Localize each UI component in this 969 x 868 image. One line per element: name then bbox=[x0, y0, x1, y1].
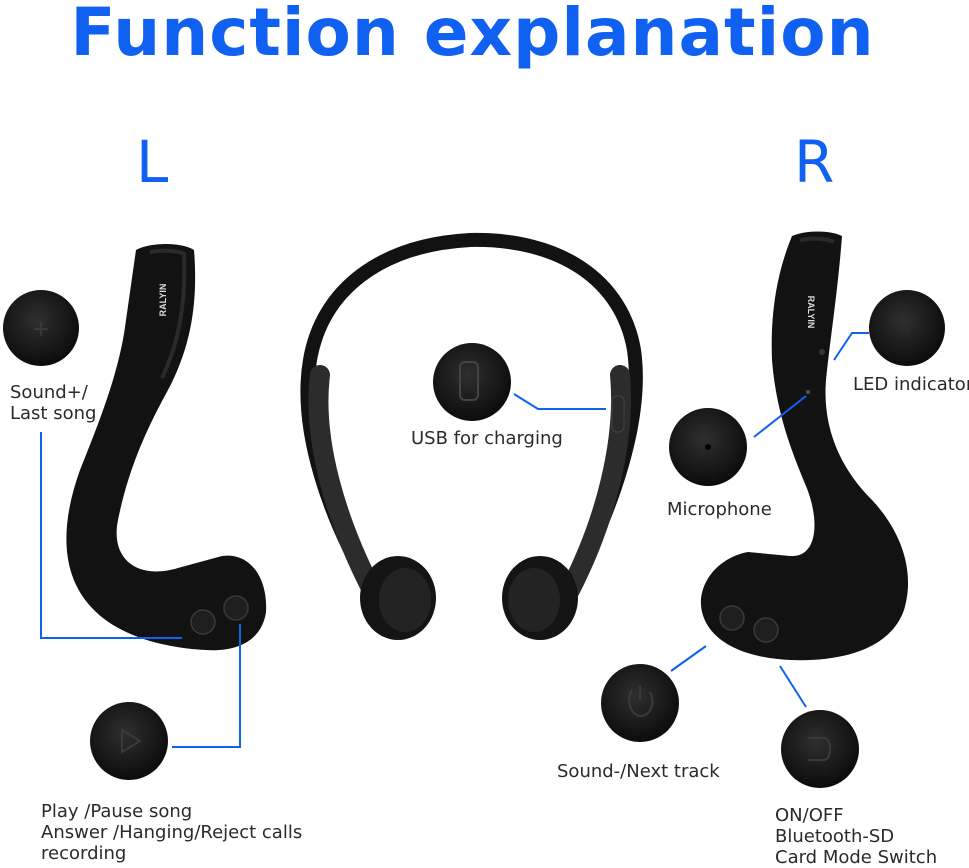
sound-minus-connector bbox=[670, 645, 707, 672]
left-volume-up-button[interactable] bbox=[223, 595, 249, 621]
on-off-label-line-2: Bluetooth-SD bbox=[775, 826, 895, 847]
volume-up-icon: + bbox=[3, 290, 79, 366]
right-side-label: R bbox=[794, 128, 835, 196]
play-pause-label: Play /Pause song Answer /Hanging/Reject … bbox=[41, 801, 302, 864]
led-icon bbox=[869, 290, 945, 366]
sound-plus-label-line-2: Last song bbox=[10, 403, 97, 424]
usb-label: USB for charging bbox=[411, 428, 563, 449]
right-volume-down-button[interactable] bbox=[719, 605, 745, 631]
sound-plus-label: Sound+/ Last song bbox=[10, 382, 96, 424]
right-brand-text: RALYIN bbox=[806, 296, 816, 329]
left-side-label: L bbox=[136, 128, 169, 196]
left-earpiece: RALYIN bbox=[66, 244, 267, 651]
play-pause-connector bbox=[172, 624, 241, 748]
play-pause-label-line-2: Answer /Hanging/Reject calls bbox=[41, 822, 303, 843]
sound-plus-connector bbox=[40, 432, 182, 639]
sound-plus-label-line-1: Sound+/ bbox=[10, 382, 88, 403]
usb-port-icon bbox=[433, 343, 511, 421]
usb-connector bbox=[513, 393, 606, 410]
microphone-label: Microphone bbox=[667, 499, 772, 520]
on-off-label: ON/OFF Bluetooth-SD Card Mode Switch bbox=[775, 805, 937, 868]
power-icon bbox=[90, 702, 168, 780]
led-label: LED indicator bbox=[853, 374, 969, 395]
headband bbox=[300, 232, 643, 640]
volume-down-icon bbox=[601, 664, 679, 742]
play-pause-label-line-3: recording bbox=[41, 843, 127, 864]
sound-minus-label: Sound-/Next track bbox=[557, 761, 720, 782]
on-off-connector bbox=[779, 665, 807, 708]
page-title: Function explanation bbox=[70, 0, 875, 71]
led-connector bbox=[833, 332, 869, 361]
left-brand-text: RALYIN bbox=[158, 284, 168, 317]
svg-text:+: + bbox=[32, 317, 50, 342]
right-mode-button[interactable] bbox=[753, 617, 779, 643]
microphone-connector bbox=[753, 395, 807, 438]
mode-switch-icon bbox=[781, 710, 859, 788]
left-play-button[interactable] bbox=[190, 609, 216, 635]
play-pause-label-line-1: Play /Pause song bbox=[41, 801, 193, 822]
on-off-label-line-3: Card Mode Switch bbox=[775, 847, 938, 868]
right-earpiece: RALYIN bbox=[700, 231, 909, 661]
on-off-label-line-1: ON/OFF bbox=[775, 805, 844, 826]
microphone-hole-icon bbox=[669, 408, 747, 486]
